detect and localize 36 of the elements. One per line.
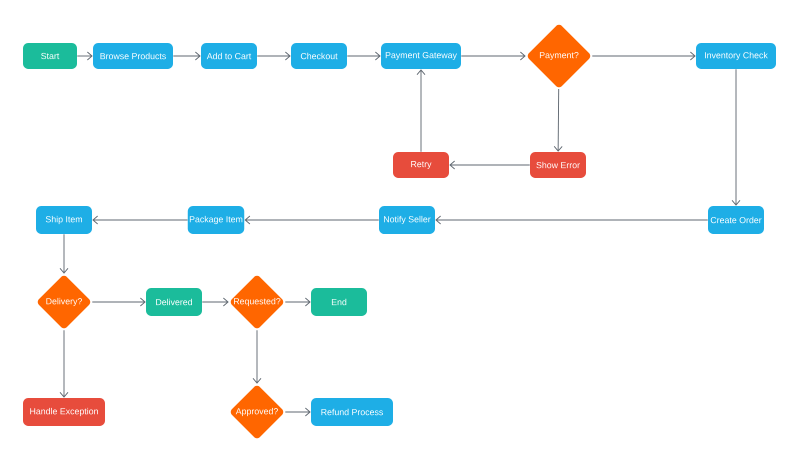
arrow [284, 408, 311, 416]
process-box: Start [23, 43, 77, 69]
arrow [76, 52, 93, 60]
process-box: Payment Gateway [381, 43, 461, 69]
arrow [346, 52, 381, 60]
arrow [60, 234, 68, 274]
arrow [416, 69, 426, 152]
process-box: Handle Exception [23, 398, 105, 426]
arrow [435, 216, 708, 224]
process-box: End [311, 288, 367, 316]
process-box: Retry [393, 152, 449, 178]
process-box: Create Order [708, 206, 764, 234]
process-box: Package Item [188, 206, 244, 234]
arrow [592, 52, 696, 60]
arrow [732, 68, 740, 206]
arrow [92, 216, 188, 224]
arrow [172, 52, 201, 60]
process-box: Inventory Check [696, 43, 776, 69]
arrow [202, 298, 229, 306]
arrow [252, 330, 262, 384]
process-box: Ship Item [36, 206, 92, 234]
process-box: Browse Products [93, 43, 173, 69]
process-box: Notify Seller [379, 206, 435, 234]
process-box: Add to Cart [201, 43, 257, 69]
process-box: Refund Process [311, 398, 393, 426]
process-box: Show Error [530, 152, 586, 178]
arrow [60, 330, 68, 398]
arrow [554, 88, 563, 152]
arrow [460, 52, 526, 60]
arrow [244, 216, 380, 224]
process-box: Checkout [291, 43, 347, 69]
arrow [284, 298, 311, 306]
arrow [449, 160, 530, 170]
process-box: Delivered [146, 288, 202, 316]
arrow [92, 298, 146, 306]
arrow [256, 52, 291, 60]
